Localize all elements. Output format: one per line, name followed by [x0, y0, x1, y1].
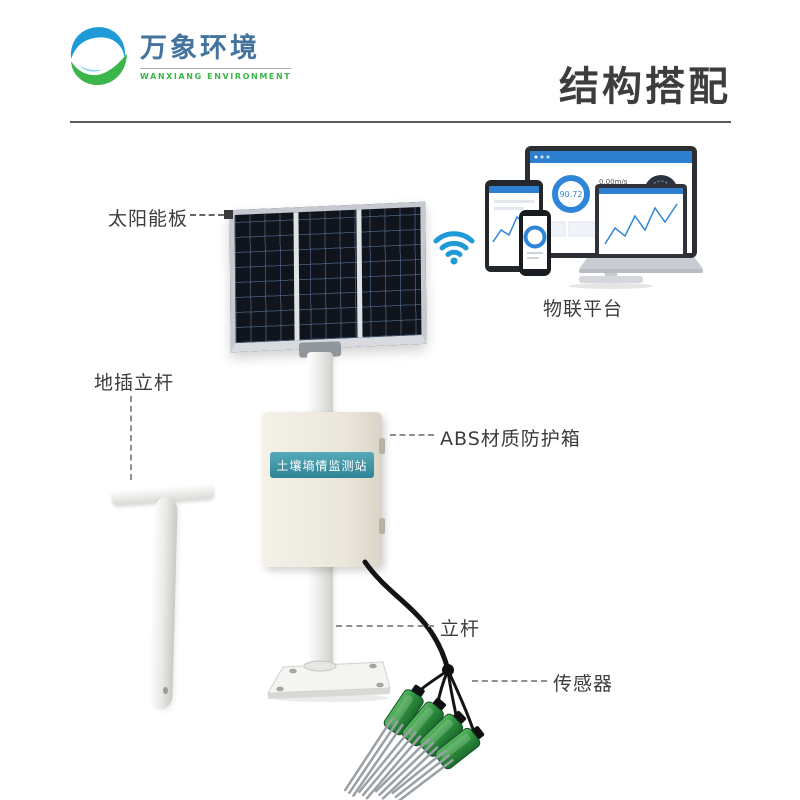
callout-ground-pole: 地插立杆 [94, 372, 175, 394]
callout-sensor: 传感器 [553, 673, 614, 695]
page-title: 结构搭配 [559, 64, 731, 110]
enclosure-hinge [379, 518, 385, 534]
laptop [579, 184, 703, 273]
callout-pole: 立杆 [440, 618, 481, 640]
solar-panel-grid [234, 206, 422, 344]
sensor-connector-line [472, 680, 547, 682]
brand-name: 万象环境 [140, 33, 260, 64]
solar-connector-marker [224, 210, 233, 219]
soil-sensor [391, 726, 485, 800]
solar-panel-figure [229, 201, 427, 353]
abs-enclosure-figure: 土壤墒情监测站 [262, 412, 385, 567]
brand-swirl-icon [70, 27, 127, 86]
ground-pole-tube [149, 496, 178, 710]
dashboard-gauge-value: 90.72 [560, 190, 583, 199]
station-nameplate: 土壤墒情监测站 [270, 452, 374, 478]
solar-connector-line [190, 214, 224, 216]
dashboard-wind-speed: 0.00m/s [599, 178, 628, 186]
sensor-main-cable [362, 559, 451, 673]
brand-text: 万象环境 WANXIANG ENVIRONMENT [140, 24, 292, 81]
enclosure-hinge [379, 438, 385, 454]
soil-sensor [358, 697, 446, 800]
pole-connector-line [336, 625, 434, 627]
brand-subtitle: WANXIANG ENVIRONMENT [140, 71, 292, 81]
soil-sensor [374, 710, 467, 800]
callout-iot-platform: 物联平台 [542, 298, 623, 320]
callout-solar-panel: 太阳能板 [108, 208, 189, 230]
brand-logo: 万象环境 WANXIANG ENVIRONMENT [66, 24, 292, 90]
callout-abs-box: ABS材质防护箱 [440, 428, 581, 450]
iot-devices-illustration: 90.72 0.00m/s [485, 146, 703, 289]
ground-pole-connector-line [130, 396, 132, 480]
base-plate-figure [267, 660, 391, 702]
cable-junction [442, 664, 454, 676]
brand-divider [140, 67, 292, 69]
header-divider [70, 121, 731, 123]
abs-box-connector-line [390, 434, 434, 436]
ground-pole-hole [163, 687, 168, 694]
wifi-icon [433, 231, 475, 265]
smartphone [519, 210, 551, 276]
sensor-cable-figure [343, 559, 485, 800]
